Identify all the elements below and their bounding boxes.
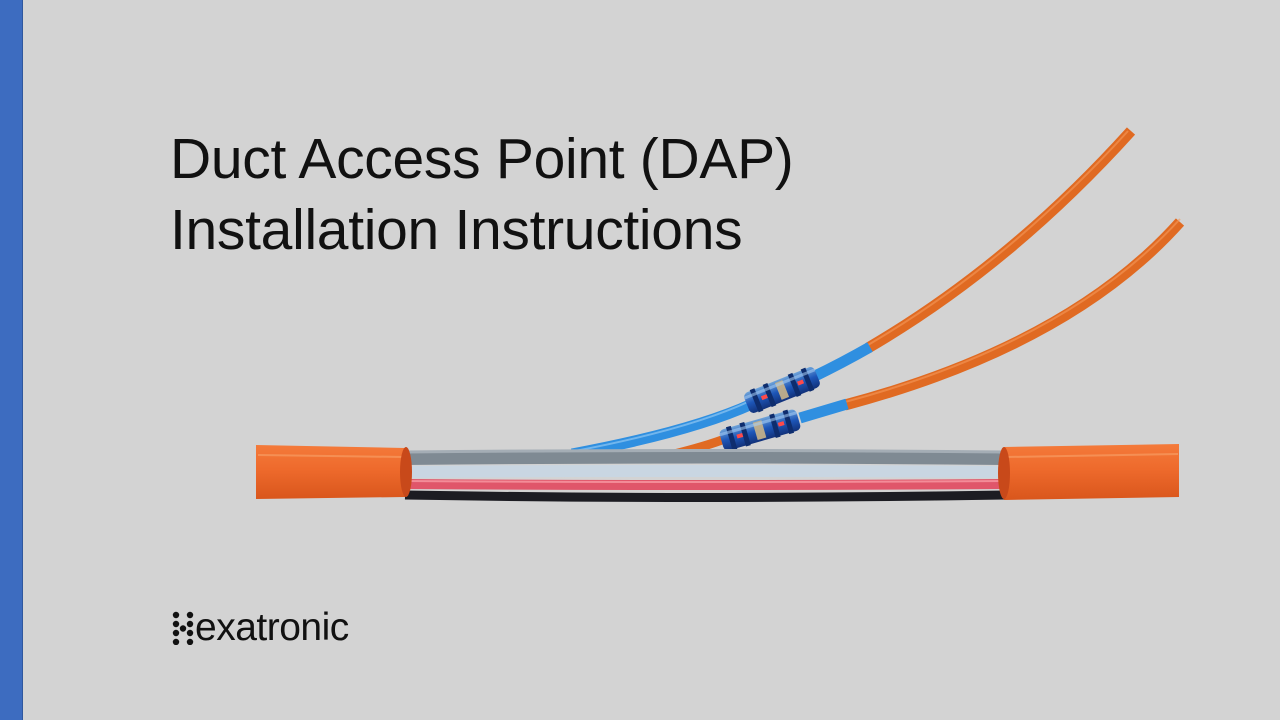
title-line-1: Duct Access Point (DAP) — [170, 127, 794, 191]
title-line-2: Installation Instructions — [170, 198, 743, 262]
lower-connector-pair — [719, 409, 801, 451]
upper-connector-pair — [743, 367, 820, 413]
lower-microduct — [798, 218, 1185, 424]
main-duct-left — [256, 445, 412, 499]
hexatronic-h-mark-icon — [172, 611, 194, 645]
blue-microduct-upper — [570, 398, 755, 460]
upper-microduct — [810, 127, 1136, 382]
logo-wordmark: exatronic — [195, 606, 349, 649]
exposed-microduct-bundle — [404, 449, 1006, 502]
accent-side-bar — [0, 0, 23, 720]
slide-title: Duct Access Point (DAP) Installation Ins… — [170, 124, 794, 266]
hexatronic-logo: exatronic — [172, 606, 349, 650]
main-duct-right — [998, 444, 1179, 500]
